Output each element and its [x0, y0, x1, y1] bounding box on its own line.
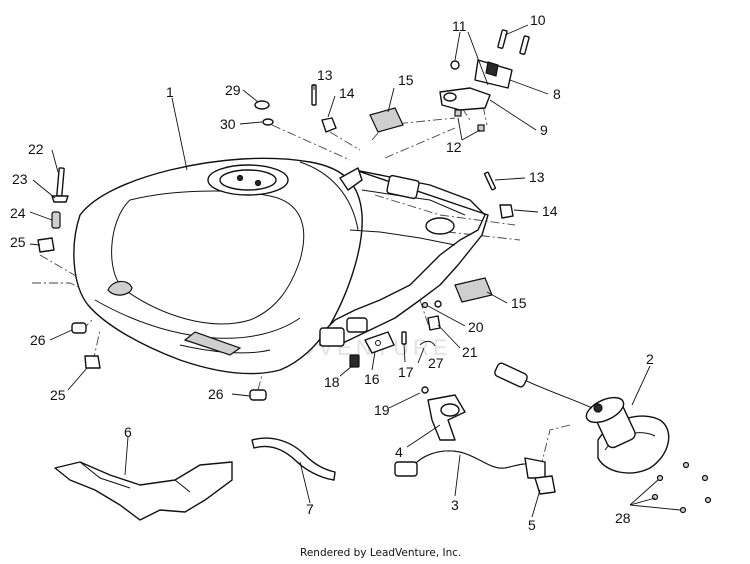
callout-14-top: 14: [339, 85, 355, 101]
callout-15-top: 15: [398, 72, 414, 88]
callout-2: 2: [646, 351, 654, 367]
callout-6: 6: [124, 424, 132, 440]
callout-27: 27: [428, 355, 444, 371]
fasteners: [37, 29, 712, 514]
callout-13-right: 13: [529, 169, 545, 185]
callout-26-bottom: 26: [208, 386, 224, 402]
callout-28: 28: [615, 510, 631, 526]
callout-5: 5: [528, 517, 536, 533]
callout-19: 19: [374, 402, 390, 418]
fuel-pump: [494, 362, 670, 474]
tank-bracket-frame: [319, 167, 489, 347]
fuel-hose: [394, 450, 546, 479]
callout-1: 1: [166, 84, 174, 100]
tank-cover-panel: [54, 461, 233, 521]
callout-14-right: 14: [542, 203, 558, 219]
callout-3: 3: [451, 497, 459, 513]
callout-29: 29: [225, 82, 241, 98]
callout-18: 18: [324, 374, 340, 390]
leader-lines: [29, 24, 681, 518]
callout-21: 21: [462, 344, 478, 360]
callout-7: 7: [306, 501, 314, 517]
callout-16: 16: [364, 371, 380, 387]
callout-24: 24: [10, 205, 26, 221]
callout-23: 23: [12, 171, 28, 187]
callout-9: 9: [540, 122, 548, 138]
footer-credit: Rendered by LeadVenture, Inc.: [300, 547, 461, 559]
callout-17: 17: [398, 364, 414, 380]
hose-bracket: [534, 475, 556, 495]
callout-25-bottom: 25: [50, 387, 66, 403]
callout-22: 22: [28, 141, 44, 157]
callout-13-top: 13: [317, 67, 333, 83]
callout-11: 11: [452, 18, 467, 34]
callout-15-right: 15: [511, 295, 527, 311]
mount-bracket: [439, 87, 491, 111]
callout-25-top: 25: [10, 234, 26, 250]
fuel-tank: [73, 157, 363, 375]
callout-4: 4: [395, 444, 403, 460]
callout-26-left: 26: [30, 332, 46, 348]
breather-hose: [251, 437, 336, 481]
callout-10: 10: [530, 12, 546, 28]
callout-12: 12: [446, 139, 462, 155]
callout-30: 30: [220, 116, 236, 132]
clamp-bracket: [427, 394, 466, 441]
callout-labels: 1 2 3 4 5 6 7 8 9 10 11 12 13 13 14 14 1…: [10, 12, 654, 533]
relay-connector: [474, 59, 513, 89]
callout-8: 8: [553, 86, 561, 102]
callout-20: 20: [468, 319, 484, 335]
